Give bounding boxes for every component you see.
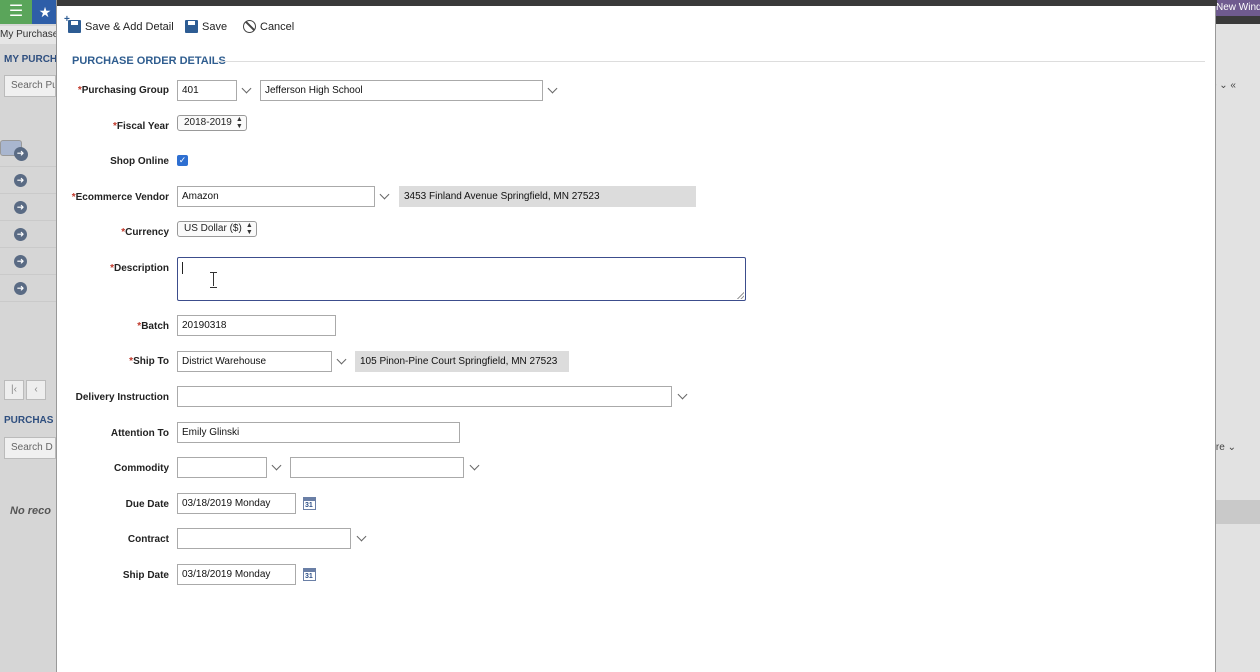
currency-label: *Currency xyxy=(121,227,169,238)
section-title: PURCHASE ORDER DETAILS xyxy=(72,55,226,67)
fiscal-year-label: *Fiscal Year xyxy=(113,121,169,132)
fiscal-year-select[interactable]: 2018-2019▲▼ xyxy=(177,115,247,131)
batch-label: *Batch xyxy=(137,321,169,332)
due-date-label: Due Date xyxy=(125,499,169,510)
calendar-icon[interactable]: 31 xyxy=(303,568,316,581)
cancel-icon xyxy=(243,20,256,33)
updown-arrows-icon: ▲▼ xyxy=(245,222,253,236)
chevron-down-icon[interactable] xyxy=(356,532,368,544)
description-textarea[interactable] xyxy=(177,257,746,301)
cancel-button[interactable]: Cancel xyxy=(243,20,294,33)
contract-input[interactable] xyxy=(177,528,351,549)
ship-date-input[interactable]: 03/18/2019 Monday xyxy=(177,564,296,585)
dialog-toolbar: Save & Add Detail Save Cancel xyxy=(57,14,1217,40)
updown-arrows-icon: ▲▼ xyxy=(235,116,243,130)
pager: |‹‹ xyxy=(4,380,48,400)
ship-to-input[interactable]: District Warehouse xyxy=(177,351,332,372)
list-item[interactable]: ➜ xyxy=(0,248,56,275)
delivery-instruction-label: Delivery Instruction xyxy=(75,392,169,403)
list-item[interactable]: ➜ xyxy=(0,221,56,248)
chevron-down-icon[interactable] xyxy=(271,461,283,473)
save-icon xyxy=(185,20,198,33)
ecommerce-vendor-label: *Ecommerce Vendor xyxy=(71,192,169,203)
list-item[interactable]: ➜ xyxy=(0,194,56,221)
chevron-down-icon[interactable] xyxy=(469,461,481,473)
arrow-circle-icon: ➜ xyxy=(14,147,27,160)
chevron-down-icon[interactable] xyxy=(677,390,689,402)
right-strip xyxy=(1216,500,1260,524)
shop-online-label: Shop Online xyxy=(110,156,169,167)
description-label: *Description xyxy=(110,263,169,274)
vendor-address-display: 3453 Finland Avenue Springfield, MN 2752… xyxy=(399,186,696,207)
arrow-circle-icon: ➜ xyxy=(14,174,27,187)
arrow-circle-icon: ➜ xyxy=(14,228,27,241)
batch-input[interactable]: 20190318 xyxy=(177,315,336,336)
shop-online-checkbox[interactable]: ✓ xyxy=(177,155,188,166)
first-page-icon[interactable]: |‹ xyxy=(4,380,24,400)
ecommerce-vendor-input[interactable]: Amazon xyxy=(177,186,375,207)
attention-to-label: Attention To xyxy=(110,428,169,439)
hamburger-menu-icon[interactable]: ☰ xyxy=(0,0,32,24)
calendar-icon[interactable]: 31 xyxy=(303,497,316,510)
save-add-detail-button[interactable]: Save & Add Detail xyxy=(64,14,174,33)
ship-date-label: Ship Date xyxy=(122,570,169,581)
list-item[interactable]: ➜ xyxy=(0,140,56,167)
purchasing-group-name-input[interactable]: Jefferson High School xyxy=(260,80,543,101)
prev-page-icon[interactable]: ‹ xyxy=(26,380,46,400)
search-purchase-input[interactable]: Search Pu xyxy=(4,75,56,97)
chevron-down-icon[interactable] xyxy=(379,190,391,202)
list-item[interactable]: ➜ xyxy=(0,275,56,302)
purchasing-group-label: *Purchasing Group xyxy=(77,85,169,96)
arrow-circle-icon: ➜ xyxy=(14,282,27,295)
ship-to-address-display: 105 Pinon-Pine Court Springfield, MN 275… xyxy=(355,351,569,372)
text-caret xyxy=(182,262,183,274)
section-divider xyxy=(217,61,1205,62)
currency-select[interactable]: US Dollar ($)▲▼ xyxy=(177,221,257,237)
text-cursor-icon xyxy=(210,272,218,288)
right-pane xyxy=(1216,24,1260,672)
breadcrumb[interactable]: My Purchase xyxy=(0,26,56,44)
purchase-details-section-title: PURCHAS xyxy=(4,415,54,426)
save-button[interactable]: Save xyxy=(185,20,227,33)
list-item[interactable]: ➜ xyxy=(0,167,56,194)
search-details-input[interactable]: Search D xyxy=(4,437,56,459)
no-records-text: No reco xyxy=(10,505,51,517)
favorites-star-icon[interactable]: ★ xyxy=(32,0,58,24)
delivery-instruction-input[interactable] xyxy=(177,386,672,407)
new-window-button[interactable]: New Windo xyxy=(1214,0,1260,16)
chevron-down-icon[interactable] xyxy=(547,84,559,96)
dialog-title-bar xyxy=(57,0,1217,6)
attention-to-input[interactable]: Emily Glinski xyxy=(177,422,460,443)
chevron-down-icon[interactable] xyxy=(336,355,348,367)
purchasing-group-code-input[interactable]: 401 xyxy=(177,80,237,101)
commodity-name-input[interactable] xyxy=(290,457,464,478)
commodity-code-input[interactable] xyxy=(177,457,267,478)
arrow-circle-icon: ➜ xyxy=(14,201,27,214)
my-purchase-section-title: MY PURCH xyxy=(4,54,56,65)
chevron-down-icon[interactable] xyxy=(241,84,253,96)
save-add-icon xyxy=(64,14,81,33)
due-date-input[interactable]: 03/18/2019 Monday xyxy=(177,493,296,514)
arrow-circle-icon: ➜ xyxy=(14,255,27,268)
commodity-label: Commodity xyxy=(114,463,169,474)
ship-to-label: *Ship To xyxy=(129,356,169,367)
purchase-order-dialog: Save & Add Detail Save Cancel PURCHASE O… xyxy=(56,0,1217,672)
resize-grip-icon[interactable] xyxy=(737,292,744,299)
contract-label: Contract xyxy=(127,534,169,545)
purchase-list: ➜ ➜ ➜ ➜ ➜ ➜ ➜ xyxy=(0,140,56,302)
